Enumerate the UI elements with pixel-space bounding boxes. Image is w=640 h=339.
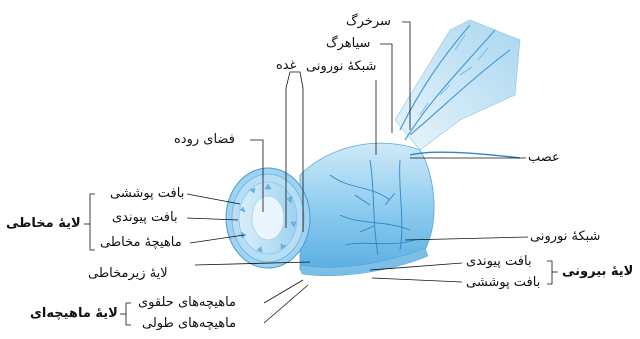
- bracket-biruni: [547, 261, 552, 284]
- label-shabake-noroni-right: شبکهٔ نورونی: [530, 229, 600, 245]
- label-baft-peyvandi-left: بافت پیوندی: [112, 210, 178, 226]
- label-siahrag: سیاهرگ: [326, 36, 370, 52]
- nerve-line: [410, 152, 520, 158]
- leader-mahiche-tooli: [264, 285, 308, 323]
- label-laye-mahichei: لایهٔ ماهیچه‌ای: [30, 306, 118, 322]
- label-mahiche-tooli: ماهیچه‌های طولی: [142, 316, 236, 332]
- label-mahiche-halghavi: ماهیچه‌های حلقوی: [138, 295, 236, 311]
- label-baft-pooshesh-left: بافت پوششی: [110, 186, 184, 202]
- label-asab: عصب: [528, 150, 560, 166]
- label-fazaye-roode: فضای روده: [174, 132, 235, 148]
- label-laye-biruni: لایهٔ بیرونی: [562, 264, 633, 280]
- lumen-space: [252, 196, 284, 240]
- label-laye-mokhati: لایهٔ مخاطی: [6, 216, 81, 232]
- label-ghodde: غده: [276, 58, 296, 74]
- leader-mahiche-halghavi: [264, 280, 303, 303]
- label-mahiche-mokhati: ماهیچهٔ مخاطی: [100, 235, 182, 251]
- bracket-mokhati: [90, 194, 95, 250]
- label-laye-zirmokhati: لایهٔ زیرمخاطی: [88, 266, 168, 282]
- label-baft-peyvandi-right: بافت پیوندی: [466, 254, 532, 270]
- bracket-mahichei: [126, 303, 131, 325]
- label-baft-pooshesh-right: بافت پوششی: [466, 275, 540, 291]
- label-sorkhrag: سرخرگ: [346, 14, 391, 30]
- leader-baft-pooshesh-right: [372, 278, 462, 282]
- leader-siahrag: [380, 44, 392, 133]
- label-shabake-noroni-top: شبکهٔ نورونی: [306, 59, 376, 75]
